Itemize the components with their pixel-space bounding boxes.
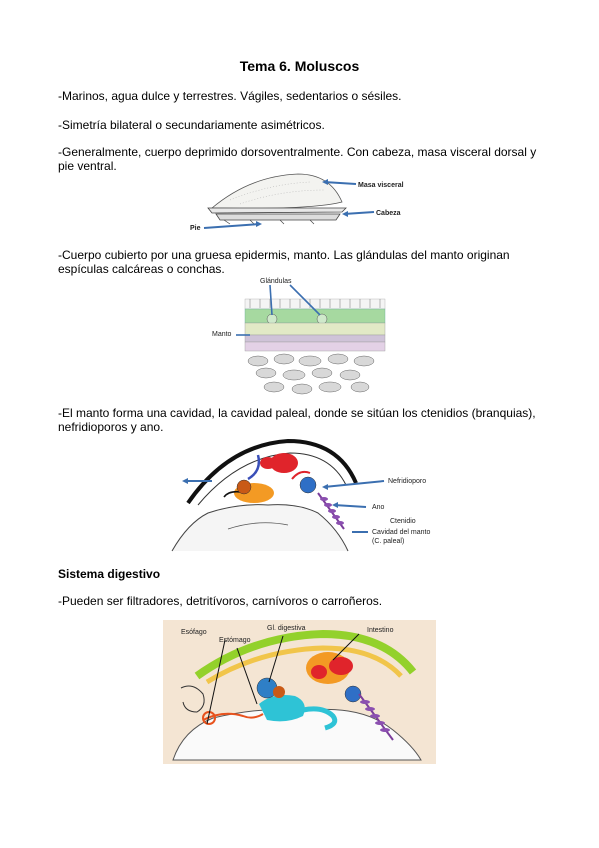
label-ctenidio: Ctenidio xyxy=(390,518,416,525)
label-intestino: Intestino xyxy=(367,627,394,634)
label-ano: Ano xyxy=(372,504,385,511)
paragraph-habitat: -Marinos, agua dulce y terrestres. Vágil… xyxy=(58,89,402,103)
label-esofago: Esófago xyxy=(181,629,207,636)
label-cavidad-manto: Cavidad del manto xyxy=(372,529,430,536)
paragraph-body: -Generalmente, cuerpo deprimido dorsoven… xyxy=(58,145,537,173)
label-cabeza: Cabeza xyxy=(376,210,401,217)
label-gl-digestiva: Gl. digestiva xyxy=(267,625,306,632)
label-glandulas: Glándulas xyxy=(260,278,292,285)
label-manto: Manto xyxy=(212,331,232,338)
label-estomago: Estómago xyxy=(219,637,251,644)
paragraph-symmetry: -Simetría bilateral o secundariamente as… xyxy=(58,118,325,132)
section-heading-digestive: Sistema digestivo xyxy=(58,567,161,581)
paragraph-feeding: -Pueden ser filtradores, detritívoros, c… xyxy=(58,594,383,608)
figure-digestive-system: Esófago Estómago Gl. digestiva Intestino xyxy=(163,620,436,764)
label-pie: Pie xyxy=(190,225,201,232)
figure-mantle-section: Glándulas Manto xyxy=(212,278,386,395)
paragraph-cavity: -El manto forma una cavidad, la cavidad … xyxy=(58,406,536,434)
paragraph-mantle: -Cuerpo cubierto por una gruesa epidermi… xyxy=(58,248,510,276)
label-nefridioporo: Nefridioporo xyxy=(388,478,426,485)
figure-body-plan: Masa visceral Cabeza Pie xyxy=(190,173,404,232)
page-title: Tema 6. Moluscos xyxy=(239,58,360,74)
label-cavidad-paleal: (C. paleal) xyxy=(372,538,404,545)
label-masa-visceral: Masa visceral xyxy=(358,182,404,189)
figure-pallial-cavity: Nefridioporo Ano Ctenidio Cavidad del ma… xyxy=(171,438,430,552)
